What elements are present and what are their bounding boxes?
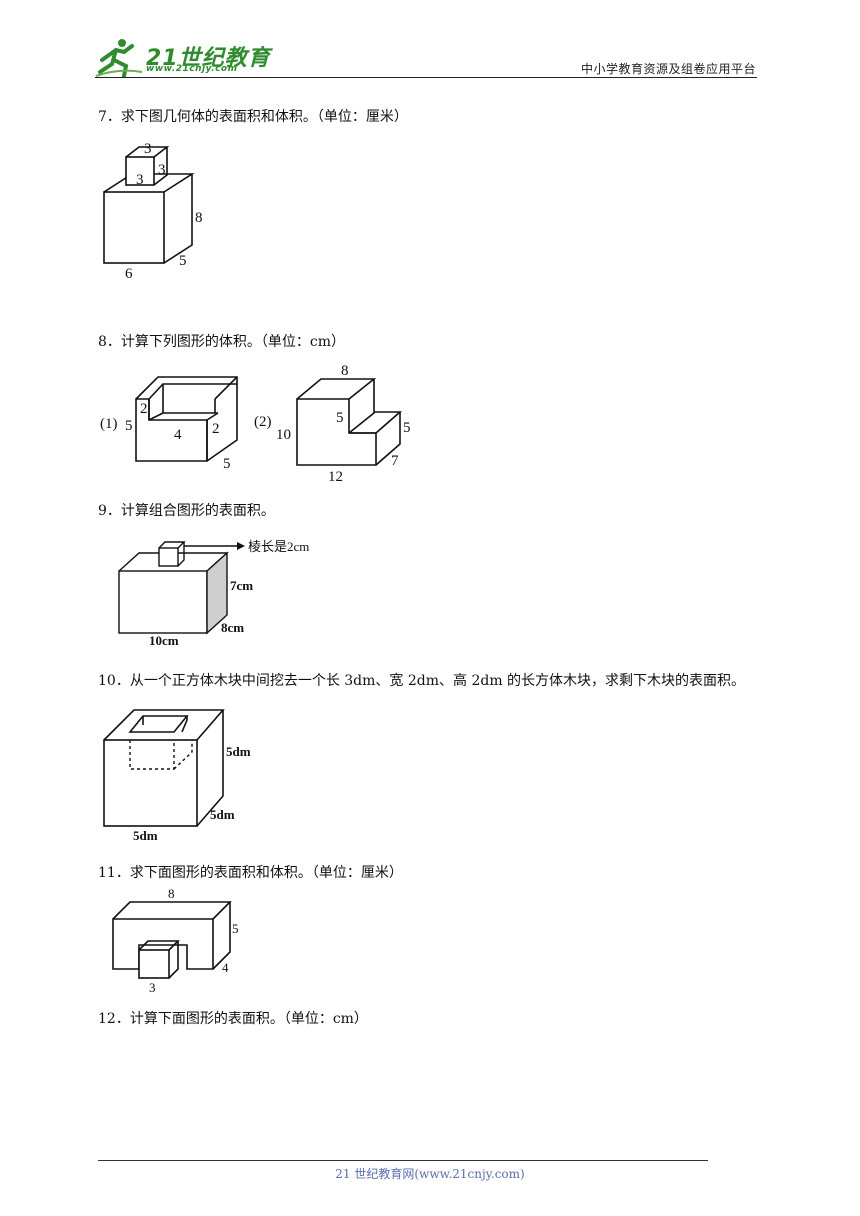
- q11-label-cube: 3: [149, 980, 156, 995]
- header-slogan: 中小学教育资源及组卷应用平台: [580, 62, 756, 76]
- q8-fig1-label-c: 2: [212, 421, 220, 437]
- question-8-figure: (1) 2 4 2 5 5 (2) 8 5 5 10 7 12: [100, 363, 411, 485]
- q7-label-top1: 3: [144, 141, 152, 157]
- question-7-figure: 3 3 3 8 5 6: [103, 141, 203, 282]
- q8-fig1-label-a: 2: [140, 401, 148, 417]
- q8-fig2-label-h: 10: [276, 427, 291, 443]
- q11-label-top: 8: [168, 886, 175, 901]
- q9-label-width: 10cm: [149, 633, 179, 648]
- q8-fig1-label-d: 5: [223, 456, 231, 472]
- q11-label-depth: 4: [222, 960, 229, 975]
- q8-fig1-label-h: 5: [125, 418, 133, 434]
- question-10-text: 10．从一个正方体木块中间挖去一个长 3dm、宽 2dm、高 2dm 的长方体木…: [98, 673, 746, 689]
- q9-label-depth: 8cm: [221, 620, 244, 635]
- q8-fig2-label-right: 5: [403, 420, 411, 436]
- footer-text: 21 世纪教育网(www.21cnjy.com): [335, 1167, 525, 1181]
- question-9-text: 9．计算组合图形的表面积。: [98, 503, 275, 519]
- arrow-icon: [237, 542, 245, 550]
- q7-label-height: 8: [195, 210, 203, 226]
- q9-label-height: 7cm: [230, 578, 253, 593]
- q9-label-edge: 棱长是2cm: [248, 539, 309, 554]
- question-12-text: 12．计算下面图形的表面积。（单位：cm）: [98, 1011, 368, 1027]
- q7-label-width: 6: [125, 266, 133, 282]
- question-10-figure: 5dm 5dm 5dm: [103, 709, 251, 843]
- q8-fig1-tag: (1): [100, 416, 118, 432]
- q11-label-height: 5: [232, 921, 239, 936]
- header-divider: [95, 77, 757, 78]
- q10-label-depth: 5dm: [210, 807, 235, 822]
- footer-divider: [98, 1160, 708, 1161]
- question-9-figure: 棱长是2cm 7cm 8cm 10cm: [118, 539, 309, 648]
- logo-url: www.21cnjy.com: [146, 64, 238, 74]
- q10-label-height: 5dm: [226, 744, 251, 759]
- q8-fig2-label-step: 5: [336, 410, 344, 426]
- q8-fig2-label-w: 12: [328, 469, 343, 485]
- question-7-text: 7．求下图几何体的表面积和体积。（单位：厘米）: [98, 109, 408, 125]
- question-8-text: 8．计算下列图形的体积。（单位：cm）: [98, 334, 346, 350]
- question-11-text: 11．求下面图形的表面积和体积。（单位：厘米）: [98, 865, 403, 881]
- q8-fig2-tag: (2): [254, 414, 272, 430]
- q8-fig2-label-d: 7: [391, 453, 399, 469]
- q7-label-top3: 3: [136, 172, 144, 188]
- q7-label-depth: 5: [179, 253, 187, 269]
- q10-label-width: 5dm: [133, 828, 158, 843]
- logo-text: 21世纪教育: [146, 46, 271, 71]
- logo-runner-icon: [95, 39, 143, 78]
- question-11-figure: 8 5 4 3: [112, 886, 239, 995]
- q7-label-top2: 3: [158, 162, 166, 178]
- q8-fig1-label-b: 4: [174, 427, 182, 443]
- q8-fig2-label-top: 8: [341, 363, 349, 379]
